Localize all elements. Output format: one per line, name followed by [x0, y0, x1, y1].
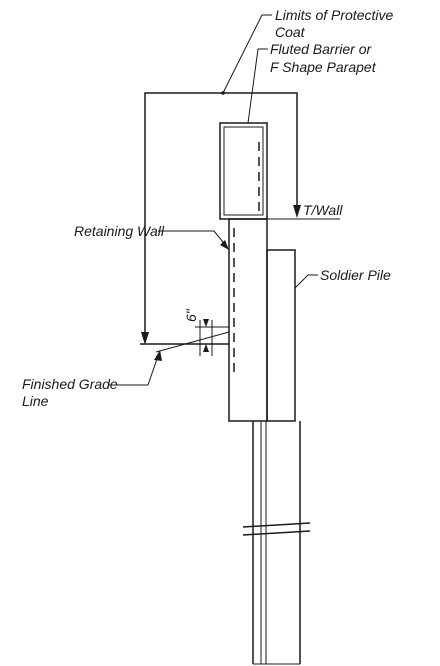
protective-coat-limit-bracket — [141, 14, 301, 345]
parapet-barrier — [219, 48, 268, 220]
top-of-wall-label: T/Wall — [303, 202, 343, 218]
barrier-label-line1: Fluted Barrier or — [270, 41, 372, 57]
soldier-pile — [266, 249, 318, 422]
dimension-label: 6" — [183, 308, 199, 322]
finished-grade-line — [108, 331, 230, 386]
lower-pile — [242, 421, 311, 665]
barrier-label-line2: F Shape Parapet — [270, 59, 377, 75]
limits-label-line1: Limits of Protective — [275, 7, 393, 23]
soldier-pile-label: Soldier Pile — [320, 267, 391, 283]
retaining-wall-label: Retaining Wall — [74, 223, 165, 239]
grade-label-line2: Line — [22, 393, 49, 409]
grade-label-line1: Finished Grade — [22, 376, 118, 392]
break-line-bottom — [242, 530, 311, 536]
limits-label-line2: Coat — [275, 24, 306, 40]
limit-arrow-right — [293, 205, 301, 218]
break-line-top — [242, 522, 311, 528]
six-inch-dimension — [195, 319, 229, 356]
limit-arrow-left — [141, 332, 149, 345]
